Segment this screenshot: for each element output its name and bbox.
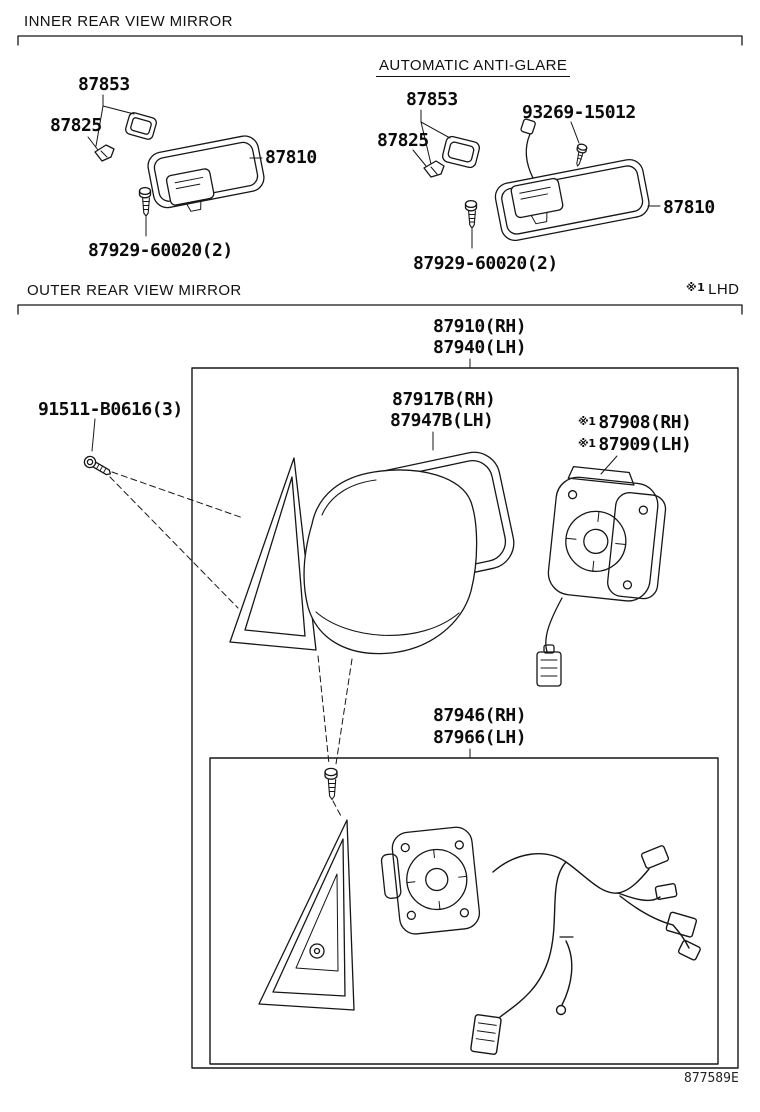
outer-mirror-assembly-drawing	[83, 358, 739, 1069]
bolt-leader-dashes	[109, 471, 244, 609]
wiring-harness-drawing	[470, 845, 701, 1055]
part-label-bolt: 91511-B0616(3)	[38, 399, 183, 420]
inner-section-bracket	[17, 35, 743, 46]
mirror-mount-drawing	[165, 168, 215, 212]
bolt-icon	[83, 455, 112, 476]
mirror-actuator-drawing	[536, 465, 667, 687]
mirror-housing-drawing	[303, 469, 478, 655]
screw-icon	[464, 199, 478, 229]
actuator-rh-number: 87908(RH)	[598, 412, 692, 433]
inner-mirror-standard-drawing	[87, 94, 265, 237]
reference-mark: ※1	[578, 415, 596, 428]
screw-icon	[324, 767, 338, 801]
retainer-drawing	[380, 826, 481, 935]
part-label-mirror-standard: 87810	[265, 147, 317, 168]
mirror-mount-drawing	[510, 177, 564, 225]
part-label-cover-standard: 87853	[78, 74, 130, 95]
mirror-pad-drawing	[125, 112, 157, 140]
part-label-kit-lh: 87966(LH)	[433, 727, 527, 748]
kit-box	[209, 757, 719, 1065]
diagram-code: 877589E	[684, 1071, 739, 1086]
mirror-pad-drawing	[441, 135, 481, 169]
part-label-kit-rh: 87946(RH)	[433, 705, 527, 726]
screw-icon	[138, 186, 152, 217]
part-label-assembly-lh: 87940(LH)	[433, 337, 527, 358]
mirror-clip-drawing	[423, 160, 445, 178]
part-label-screws-antiglare: 87929-60020(2)	[413, 253, 558, 274]
corner-trim-drawing	[258, 819, 355, 1011]
part-label-clip-antiglare: 87825	[377, 130, 429, 151]
inner-mirror-glass-drawing	[494, 158, 650, 241]
part-label-assembly-rh: 87910(RH)	[433, 316, 527, 337]
part-label-clip-standard: 87825	[50, 115, 102, 136]
reference-mark: ※1	[578, 437, 596, 450]
outer-section-title: OUTER REAR VIEW MIRROR	[27, 282, 242, 299]
part-label-mirror-antiglare: 87810	[663, 197, 715, 218]
inner-mirror-antiglare-drawing	[412, 109, 661, 249]
mirror-kit-box-drawing	[209, 757, 719, 1065]
reference-mark: ※1	[686, 281, 706, 294]
lhd-note-text: LHD	[708, 281, 740, 298]
part-label-screw-pin: 93269-15012	[522, 102, 636, 123]
outer-section-bracket	[17, 304, 743, 315]
actuator-lh-number: 87909(LH)	[598, 434, 692, 455]
corner-sail-drawing	[229, 457, 317, 651]
antiglare-heading-text: AUTOMATIC ANTI-GLARE	[376, 57, 571, 77]
inner-section-title: INNER REAR VIEW MIRROR	[24, 13, 233, 30]
housing-screw-dashes	[317, 655, 353, 765]
part-label-screws-standard: 87929-60020(2)	[88, 240, 233, 261]
part-label-glass-lh: 87947B(LH)	[390, 410, 494, 431]
sensor-wire-drawing	[520, 118, 536, 179]
outer-assembly-box	[191, 367, 739, 1069]
part-label-cover-antiglare: 87853	[406, 89, 458, 110]
antiglare-heading: AUTOMATIC ANTI-GLARE	[376, 57, 571, 77]
pin-screw-icon	[576, 143, 588, 167]
part-label-glass-rh: 87917B(RH)	[392, 389, 496, 410]
mirror-clip-drawing	[94, 144, 115, 162]
